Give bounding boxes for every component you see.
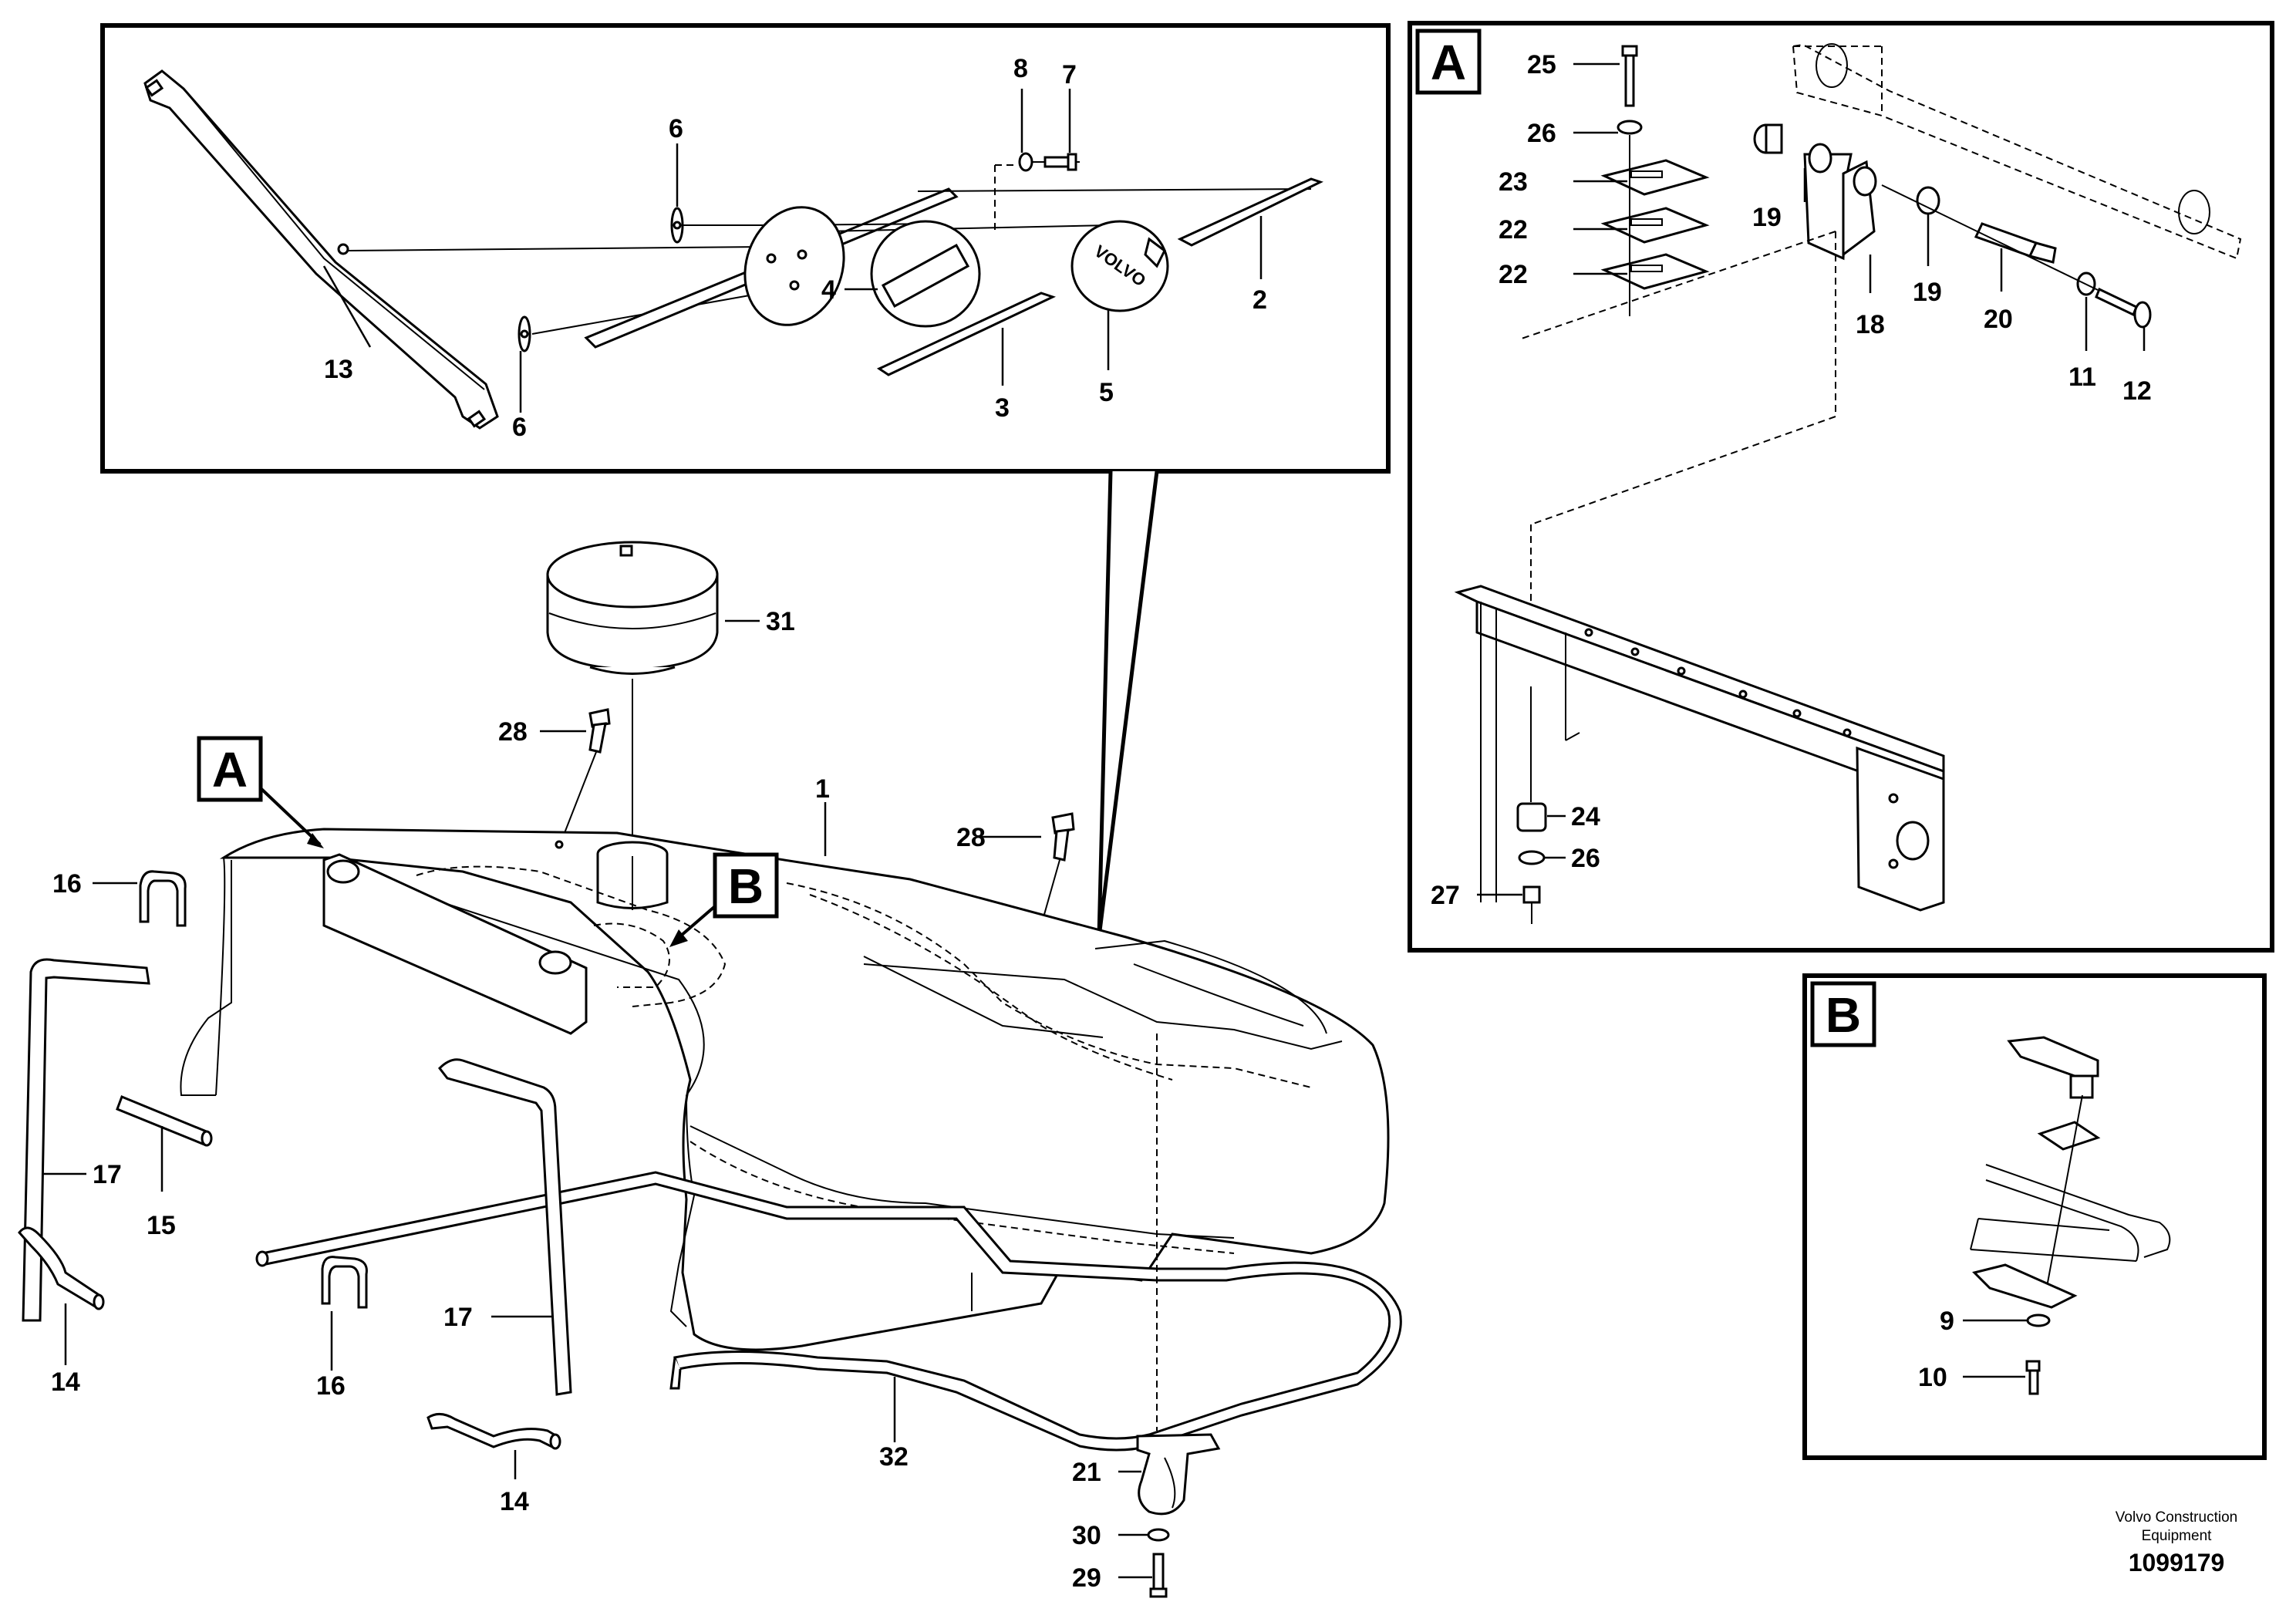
callout-9: 9: [1940, 1307, 1954, 1336]
callout-19-right: 19: [1913, 278, 1942, 307]
callout-28-left: 28: [498, 717, 528, 747]
bolt-part-12: [2095, 287, 2152, 329]
callout-29: 29: [1072, 1563, 1101, 1593]
callout-16-upper: 16: [52, 869, 82, 899]
shim-plate-part-22-a: [1600, 207, 1710, 244]
callout-25: 25: [1527, 50, 1556, 79]
callout-15: 15: [147, 1211, 176, 1240]
tube-part-15: [116, 1095, 213, 1147]
bolt-part-25: [1621, 45, 1638, 107]
u-clip-part-16-lower: [321, 1256, 368, 1309]
callout-23: 23: [1499, 167, 1528, 197]
callout-7: 7: [1062, 60, 1077, 89]
callout-13: 13: [324, 355, 353, 384]
callout-24: 24: [1571, 802, 1600, 831]
bolt-part-29: [1149, 1553, 1168, 1598]
trim-strip-part-3: [876, 292, 1057, 376]
washer-part-8: [1018, 152, 1033, 172]
washer-part-26-upper: [1617, 120, 1643, 135]
bushing-part-19-left: [1753, 123, 1783, 154]
callout-26-upper: 26: [1527, 119, 1556, 148]
callout-21: 21: [1072, 1458, 1101, 1487]
pre-cleaner-part-31: [546, 541, 719, 675]
footer: Volvo Construction Equipment 1099179: [2116, 1509, 2237, 1576]
bushing-part-19-right: [1916, 186, 1940, 215]
detail-frame-top: [100, 23, 1391, 938]
callout-28-right: 28: [956, 823, 986, 852]
callout-17-left: 17: [93, 1160, 122, 1189]
handle-part-17-right: [438, 1058, 572, 1396]
grommet-part-6-upper: [670, 207, 684, 244]
hose-part-14-right: [426, 1413, 561, 1450]
latch-part-21: [1136, 1433, 1221, 1516]
bolt-part-28-left: [588, 708, 611, 754]
main-view-label-b: [669, 852, 779, 947]
panel-b-parts: [1970, 1036, 2171, 1395]
cover-disc-part-4: [870, 220, 981, 328]
callout-1: 1: [815, 774, 830, 804]
callout-3: 3: [995, 393, 1010, 423]
rubber-mount-part-24: [1516, 802, 1547, 832]
callout-32: 32: [879, 1442, 909, 1472]
callout-31: 31: [766, 607, 795, 636]
grommet-part-6-lower: [518, 315, 531, 352]
shim-plate-part-23: [1600, 159, 1710, 196]
callout-12: 12: [2122, 376, 2152, 406]
panel-view-letter-b: B: [1826, 987, 1861, 1043]
callout-4: 4: [821, 275, 836, 305]
panel-view-letter-a: A: [1431, 35, 1466, 90]
callout-5: 5: [1099, 378, 1114, 407]
callout-14-left: 14: [51, 1367, 80, 1397]
callout-26-lower: 26: [1571, 844, 1600, 873]
callout-6-upper: 6: [669, 114, 683, 143]
emblem-part-5: VOLVO: [1070, 220, 1169, 312]
hinge-arm-upper: [1792, 43, 2242, 260]
washer-part-26-lower: [1518, 850, 1546, 865]
callout-11: 11: [2068, 363, 2096, 392]
callout-14-right: 14: [500, 1487, 529, 1516]
callout-2: 2: [1253, 285, 1267, 315]
emblem-bracket: [743, 206, 845, 326]
u-clip-part-16-upper: [139, 870, 187, 927]
nut-part-27: [1522, 885, 1541, 904]
callout-22-b: 22: [1499, 260, 1528, 289]
detail-panel-b: [1802, 973, 2267, 1460]
strut-part-13: [143, 69, 499, 430]
callout-leaders: [43, 62, 2146, 1579]
callout-22-a: 22: [1499, 215, 1528, 244]
company-name-line2: Equipment: [2142, 1528, 2213, 1544]
pin-part-20: [1974, 222, 2057, 264]
callout-19-left: 19: [1752, 203, 1782, 232]
hood-part-1: [180, 828, 1390, 1351]
callout-27: 27: [1431, 881, 1460, 910]
callout-16-lower: 16: [316, 1371, 346, 1401]
company-name-line1: Volvo Construction: [2116, 1509, 2237, 1526]
screw-part-7: [1043, 153, 1077, 171]
callout-8: 8: [1013, 54, 1028, 83]
view-letters: A B A B: [212, 35, 1861, 1043]
bolt-part-28-right: [1051, 812, 1075, 862]
hinge-bracket-part-18: [1803, 143, 1877, 261]
main-view-label-a: [197, 736, 324, 848]
main-view-letter-b: B: [728, 858, 764, 914]
frame-crossmember: [1454, 585, 1945, 912]
callout-numbers: 1 2 3 4 5 6 6 7 8 13 31 28 28 16 16 17 1…: [51, 50, 2152, 1593]
callout-6-lower: 6: [512, 413, 527, 442]
main-view-letter-a: A: [212, 742, 248, 798]
callout-10: 10: [1918, 1363, 1947, 1392]
callout-17-right: 17: [443, 1303, 473, 1332]
detail-panel-a: [1408, 21, 2274, 953]
hose-part-14-left: [18, 1226, 105, 1310]
callout-20: 20: [1984, 305, 2013, 334]
washer-part-30: [1147, 1528, 1170, 1542]
trim-strip-part-2: [1177, 177, 1323, 247]
handle-part-17-left: [22, 958, 150, 1322]
shim-plate-part-22-b: [1600, 253, 1710, 290]
drawing-number: 1099179: [2129, 1549, 2225, 1576]
seal-strip-part-32: [255, 1171, 1402, 1452]
callout-18: 18: [1856, 310, 1885, 339]
callout-30: 30: [1072, 1521, 1101, 1550]
